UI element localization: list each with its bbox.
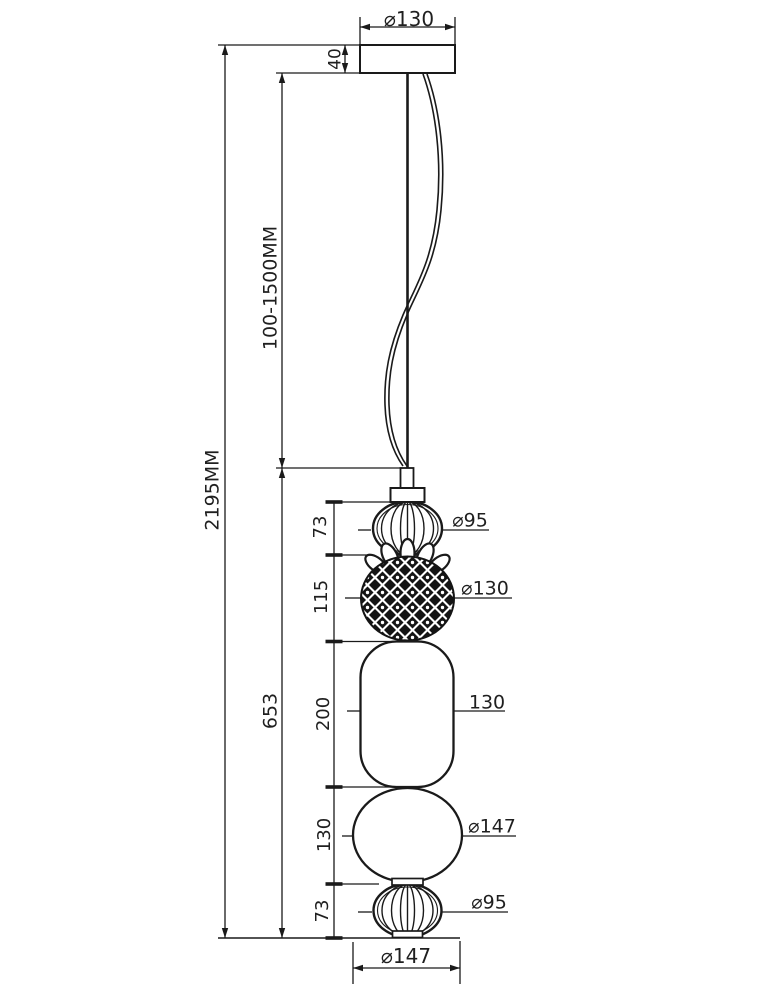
dim-large-sphere-diameter: ⌀147 [468, 815, 516, 838]
dim-seg-capsule: 200 [313, 696, 334, 732]
dim-overall-height: 2195MM [201, 449, 224, 531]
dim-cable-length-range: 100-1500MM [259, 225, 282, 351]
large-sphere [351, 786, 464, 884]
dimension-arrows [221, 23, 460, 972]
segment-ticks [325, 500, 343, 940]
power-cable [384, 73, 444, 467]
sphere-foot [391, 930, 424, 939]
dim-top-sphere-diameter: ⌀95 [452, 509, 488, 532]
dim-canopy-diameter: ⌀130 [383, 7, 435, 31]
bottom-ribbed-sphere [372, 877, 443, 939]
canopy [359, 44, 456, 74]
dim-seg-faceted-sphere: 115 [311, 579, 332, 615]
dim-overall-width: ⌀147 [380, 944, 432, 968]
stem-cap [389, 487, 426, 503]
sphere-neck [391, 877, 424, 886]
faceted-sphere [360, 537, 455, 642]
dim-bottom-sphere-diameter: ⌀95 [471, 891, 507, 914]
dim-faceted-sphere-diameter: ⌀130 [461, 577, 509, 600]
dim-capsule-width: 130 [468, 691, 506, 714]
capsule-diffuser [359, 640, 455, 789]
dim-body-height: 653 [259, 692, 282, 730]
dim-seg-top-sphere: 73 [310, 515, 331, 539]
dim-seg-bottom-sphere: 73 [312, 899, 333, 923]
dim-seg-large-sphere: 130 [314, 817, 335, 853]
dim-canopy-height: 40 [325, 48, 346, 70]
